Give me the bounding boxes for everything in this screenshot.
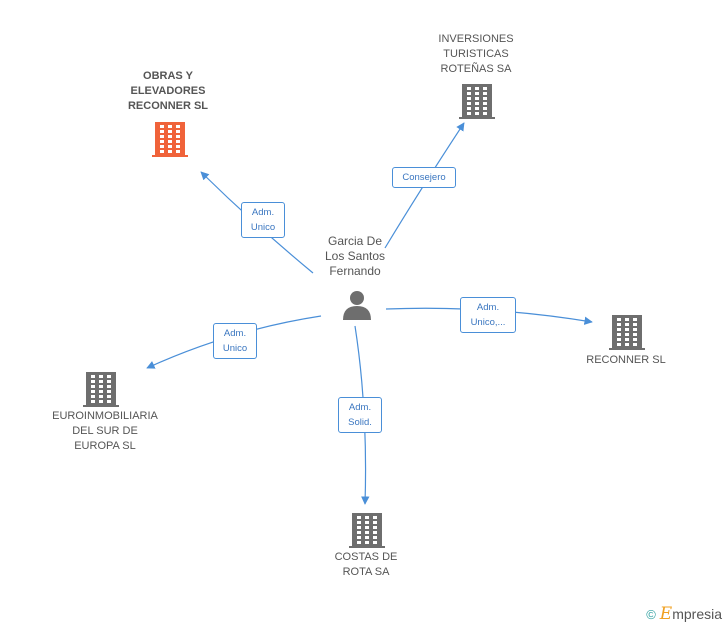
- company-name-costas[interactable]: COSTAS DE ROTA SA: [334, 551, 398, 578]
- brand-initial: E: [659, 604, 673, 624]
- building-icon-obras[interactable]: [152, 122, 188, 157]
- brand-logo: © Empresia: [646, 604, 722, 624]
- relation-label-reconner[interactable]: Adm. Unico,...: [460, 297, 516, 333]
- relation-label-inversiones[interactable]: Consejero: [392, 167, 456, 188]
- company-name-reconner[interactable]: RECONNER SL: [586, 353, 666, 366]
- building-icon-costas[interactable]: [349, 513, 385, 548]
- copyright-symbol: ©: [646, 607, 656, 622]
- relation-label-obras[interactable]: Adm. Unico: [241, 202, 285, 238]
- building-icon-reconner[interactable]: [609, 315, 645, 350]
- building-icon-euro[interactable]: [83, 372, 119, 407]
- person-icon[interactable]: [343, 291, 371, 320]
- company-name-obras[interactable]: OBRAS Y ELEVADORES RECONNER SL: [127, 69, 209, 112]
- person-name[interactable]: Garcia De Los Santos Fernando: [324, 233, 386, 278]
- company-name-euro[interactable]: EUROINMOBILIARIA DEL SUR DE EUROPA SL: [52, 409, 158, 452]
- brand-name: mpresia: [672, 606, 722, 622]
- building-icon-inversiones[interactable]: [459, 84, 495, 119]
- company-name-inversiones[interactable]: INVERSIONES TURISTICAS ROTEÑAS SA: [438, 32, 514, 75]
- relation-label-euro[interactable]: Adm. Unico: [213, 323, 257, 359]
- relation-label-costas[interactable]: Adm. Solid.: [338, 397, 382, 433]
